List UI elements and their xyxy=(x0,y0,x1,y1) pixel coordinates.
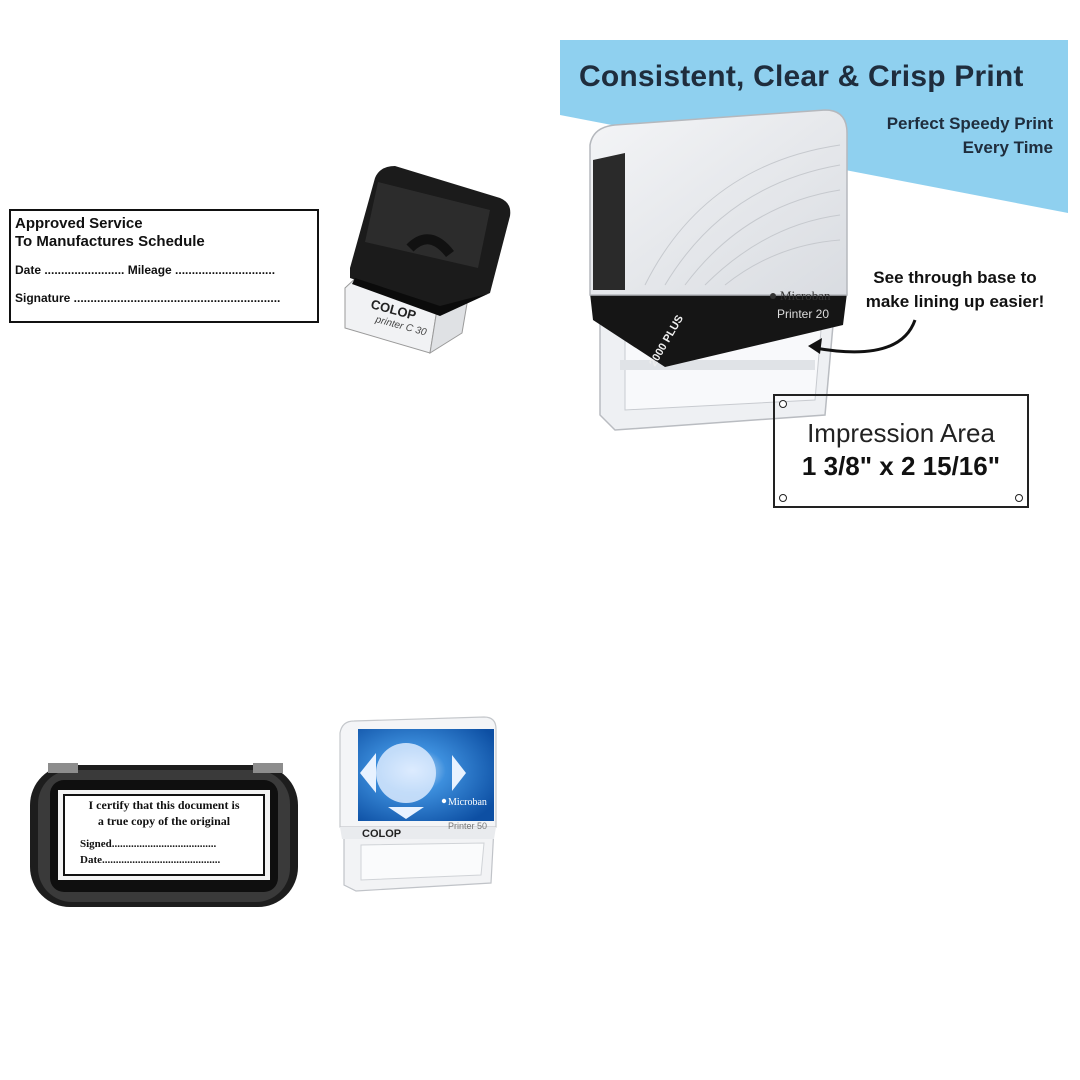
impression-area-size: 1 3/8" x 2 15/16" xyxy=(801,451,1001,481)
impression-date-row: Date ........................ Mileage ..… xyxy=(15,263,276,277)
oval-stamp-certify-text: I certify that this document is a true c… xyxy=(64,797,264,829)
oval-line-2: a true copy of the original xyxy=(97,814,231,828)
impression-line-1: Approved Service xyxy=(15,215,143,232)
impression-sample-c30: Approved Service To Manufactures Schedul… xyxy=(9,209,319,323)
impression-line-2: To Manufactures Schedule xyxy=(15,233,205,250)
corner-dot-icon xyxy=(779,400,787,408)
callout-arrow-icon xyxy=(808,319,917,354)
colop-c30-stamp-image: COLOP printer C 30 xyxy=(344,166,511,355)
banner-subtitle-line-1: Perfect Speedy Print xyxy=(886,114,1053,133)
printer-50-brand-text: COLOP xyxy=(362,828,401,840)
impression-signature-row: Signature ..............................… xyxy=(15,291,281,305)
printer-50-stamp-image: Microban COLOP Printer 50 xyxy=(339,716,497,892)
oval-date-field: Date....................................… xyxy=(80,854,221,866)
printer-50-model-text: Printer 50 xyxy=(448,821,487,831)
corner-dot-icon xyxy=(1015,494,1023,502)
printer-50-microban-text: Microban xyxy=(448,797,487,808)
impression-area-box: Impression Area 1 3/8" x 2 15/16" xyxy=(773,394,1029,508)
oval-signed-field: Signed..................................… xyxy=(80,838,217,850)
printer-20-model-text: Printer 20 xyxy=(777,307,829,321)
oval-pocket-stamp-image xyxy=(30,763,298,907)
oval-line-1: I certify that this document is xyxy=(88,798,240,812)
banner-title: Consistent, Clear & Crisp Print xyxy=(579,60,1024,93)
callout-line-1: See through base to xyxy=(873,268,1037,287)
printer-20-stamp-image: Microban Printer 20 2000 PLUS xyxy=(589,109,848,431)
callout-line-2: make lining up easier! xyxy=(865,292,1045,311)
oval-stamp-fields: Signed..................................… xyxy=(80,836,220,868)
impression-area-label: Impression Area xyxy=(807,418,995,448)
banner-subtitle: Perfect Speedy Print Every Time xyxy=(887,112,1053,160)
banner-subtitle-line-2: Every Time xyxy=(962,138,1053,157)
printer-20-microban-text: Microban xyxy=(780,288,831,303)
corner-dot-icon xyxy=(779,494,787,502)
see-through-callout: See through base to make lining up easie… xyxy=(850,266,1060,314)
